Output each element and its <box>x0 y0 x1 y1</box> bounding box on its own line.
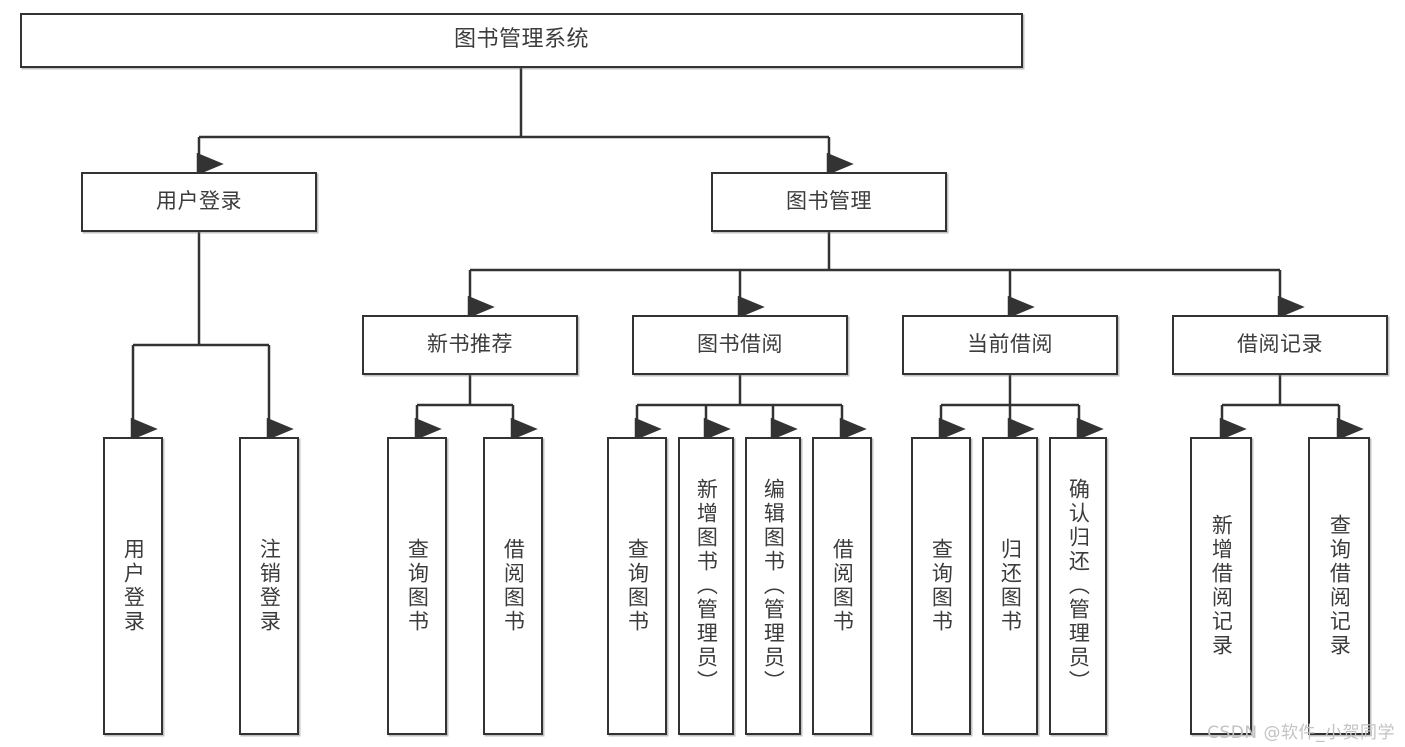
node-leaf-confirm-return-label: 确认归还（管理员） <box>1066 478 1091 694</box>
node-leaf-edit-book[interactable]: 编辑图书（管理员） <box>745 437 801 735</box>
node-leaf-borrow-book-2[interactable]: 借阅图书 <box>812 437 872 735</box>
node-leaf-borrow-book-2-label: 借阅图书 <box>830 538 855 634</box>
node-leaf-borrow-book-1[interactable]: 借阅图书 <box>483 437 543 735</box>
node-leaf-query-record[interactable]: 查询借阅记录 <box>1308 437 1370 735</box>
node-leaf-query-book-1[interactable]: 查询图书 <box>387 437 447 735</box>
node-book-manage-label: 图书管理 <box>786 189 872 214</box>
node-leaf-query-book-2-label: 查询图书 <box>625 538 650 634</box>
csdn-watermark: CSDN @软件_小贺同学 <box>1207 723 1395 743</box>
node-current-borrow[interactable]: 当前借阅 <box>902 315 1118 375</box>
node-leaf-query-record-label: 查询借阅记录 <box>1327 514 1352 658</box>
node-user-login-label: 用户登录 <box>156 189 242 214</box>
node-leaf-logout[interactable]: 注销登录 <box>239 437 299 735</box>
node-leaf-user-login[interactable]: 用户登录 <box>103 437 163 735</box>
node-leaf-edit-book-label: 编辑图书（管理员） <box>761 478 786 694</box>
node-new-book-rec[interactable]: 新书推荐 <box>362 315 578 375</box>
node-leaf-query-book-2[interactable]: 查询图书 <box>607 437 667 735</box>
node-leaf-return-book[interactable]: 归还图书 <box>982 437 1038 735</box>
node-leaf-logout-label: 注销登录 <box>257 538 282 634</box>
node-book-manage[interactable]: 图书管理 <box>711 172 947 232</box>
node-current-borrow-label: 当前借阅 <box>967 332 1053 357</box>
node-leaf-add-book[interactable]: 新增图书（管理员） <box>678 437 734 735</box>
node-root[interactable]: 图书管理系统 <box>20 13 1023 68</box>
node-leaf-query-book-1-label: 查询图书 <box>405 538 430 634</box>
node-leaf-return-book-label: 归还图书 <box>998 538 1023 634</box>
node-leaf-query-book-3[interactable]: 查询图书 <box>911 437 971 735</box>
node-borrow-record-label: 借阅记录 <box>1237 332 1323 357</box>
node-user-login[interactable]: 用户登录 <box>81 172 317 232</box>
node-new-book-rec-label: 新书推荐 <box>427 332 513 357</box>
node-leaf-confirm-return[interactable]: 确认归还（管理员） <box>1049 437 1107 735</box>
node-root-label: 图书管理系统 <box>453 27 589 53</box>
node-book-borrow[interactable]: 图书借阅 <box>632 315 848 375</box>
node-leaf-user-login-label: 用户登录 <box>121 538 146 634</box>
node-leaf-query-book-3-label: 查询图书 <box>929 538 954 634</box>
node-leaf-borrow-book-1-label: 借阅图书 <box>501 538 526 634</box>
node-borrow-record[interactable]: 借阅记录 <box>1172 315 1388 375</box>
node-leaf-add-record[interactable]: 新增借阅记录 <box>1190 437 1252 735</box>
node-leaf-add-book-label: 新增图书（管理员） <box>694 478 719 694</box>
node-book-borrow-label: 图书借阅 <box>697 332 783 357</box>
node-leaf-add-record-label: 新增借阅记录 <box>1209 514 1234 658</box>
